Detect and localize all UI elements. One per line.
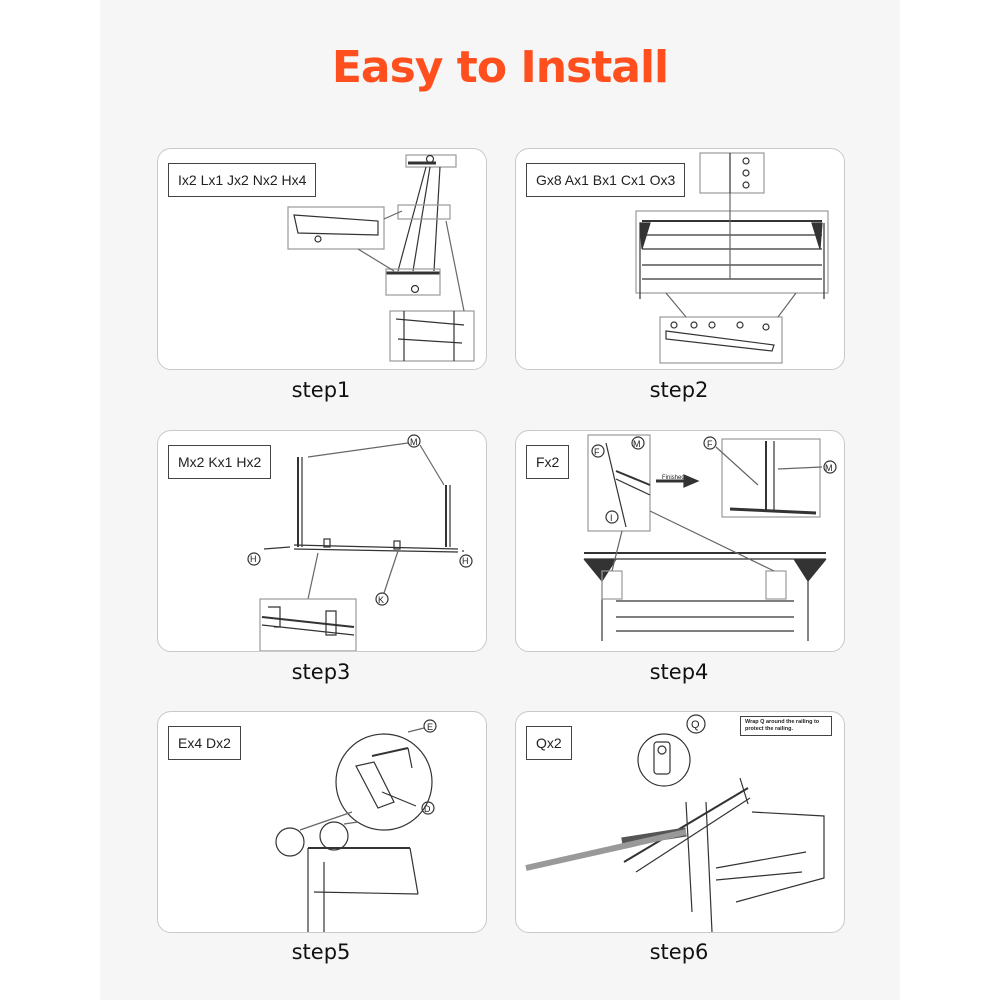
step-label: step6 bbox=[649, 940, 709, 964]
callout-h-left: H bbox=[250, 554, 257, 564]
callout-e: E bbox=[427, 722, 433, 732]
callout-i: I bbox=[610, 513, 613, 523]
step-label: step3 bbox=[291, 660, 351, 684]
step4-diagram: F M I Finished F M bbox=[583, 434, 837, 641]
step1-diagram bbox=[287, 154, 475, 362]
step5-card: E D Ex4 Dx2 bbox=[157, 711, 487, 933]
callout-k: K bbox=[378, 595, 384, 605]
step3-card: M H H K Mx2 Kx1 Hx2 bbox=[157, 430, 487, 652]
parts-list: Fx2 bbox=[526, 445, 570, 479]
arrow-label: Finished bbox=[662, 475, 685, 481]
step5-diagram: E D bbox=[275, 719, 437, 932]
step3-diagram: M H H K bbox=[247, 434, 473, 651]
callout-m-detail: M bbox=[633, 439, 641, 449]
callout-h-right: H bbox=[462, 556, 469, 566]
parts-list: Qx2 bbox=[526, 726, 572, 760]
parts-list: Ix2 Lx1 Jx2 Nx2 Hx4 bbox=[168, 163, 317, 197]
step-label: step4 bbox=[649, 660, 709, 684]
step1-card: Ix2 Lx1 Jx2 Nx2 Hx4 bbox=[157, 148, 487, 370]
parts-list: Ex4 Dx2 bbox=[168, 726, 241, 760]
step-label: step2 bbox=[649, 378, 709, 402]
parts-list: Mx2 Kx1 Hx2 bbox=[168, 445, 272, 479]
callout-m: M bbox=[825, 463, 833, 473]
callout-m: M bbox=[410, 437, 418, 447]
step4-card: F M I Finished F M Fx2 bbox=[515, 430, 845, 652]
step-label: step1 bbox=[291, 378, 351, 402]
callout-f: F bbox=[707, 439, 713, 449]
step2-card: Gx8 Ax1 Bx1 Cx1 Ox3 bbox=[515, 148, 845, 370]
step2-diagram bbox=[635, 152, 829, 364]
callout-q: Q bbox=[691, 719, 700, 731]
step6-diagram: Q bbox=[525, 714, 825, 932]
parts-list: Gx8 Ax1 Bx1 Cx1 Ox3 bbox=[526, 163, 686, 197]
page-title: Easy to Install bbox=[331, 42, 669, 93]
step-label: step5 bbox=[291, 940, 351, 964]
step6-card: Q Qx2 Wrap Q around the railing to prote… bbox=[515, 711, 845, 933]
railing-note: Wrap Q around the railing to protect the… bbox=[740, 716, 832, 736]
callout-d: D bbox=[424, 804, 431, 814]
callout-f-detail: F bbox=[594, 447, 600, 457]
